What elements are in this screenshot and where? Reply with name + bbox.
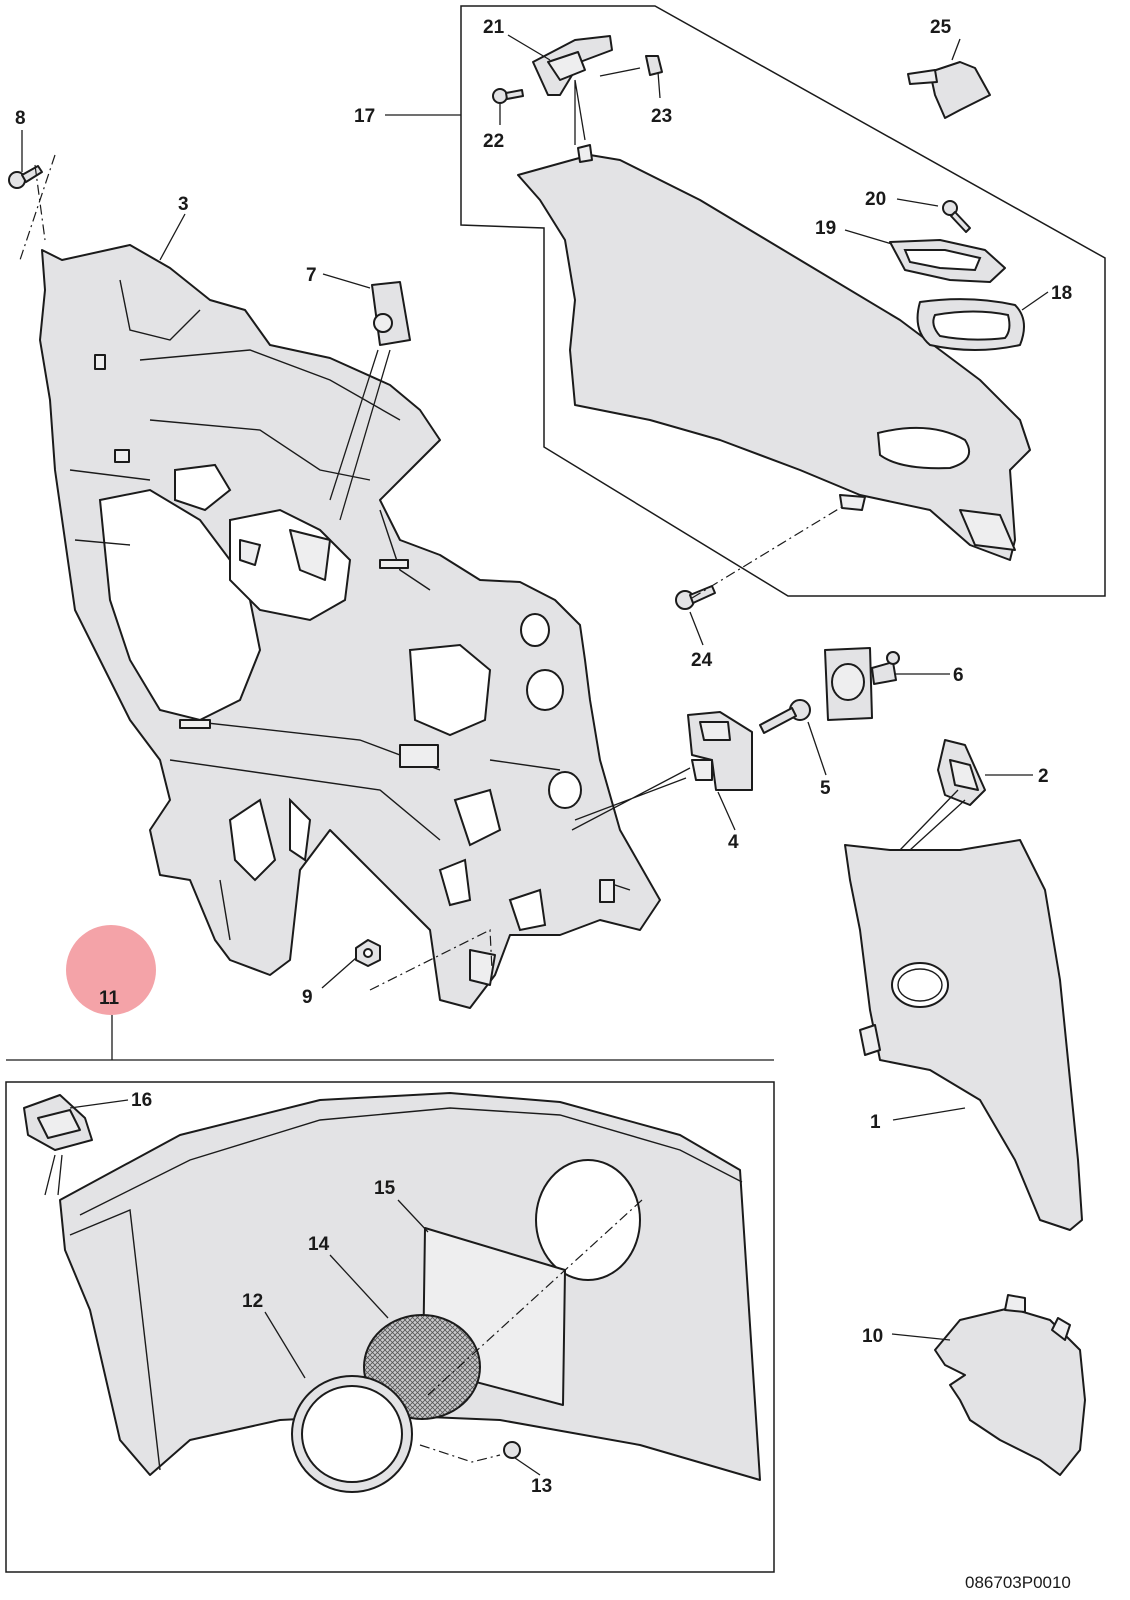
inner-panel-part-3 bbox=[39, 244, 661, 1009]
bracket-part-4 bbox=[687, 711, 753, 791]
handle-part-19 bbox=[889, 239, 1006, 283]
callout-22: 22 bbox=[483, 131, 504, 152]
callout-17: 17 bbox=[354, 106, 375, 127]
screw-part-20 bbox=[942, 200, 971, 233]
clip-nut-part-7 bbox=[371, 281, 411, 346]
clip-part-23 bbox=[645, 55, 663, 76]
detail-frame-11 bbox=[5, 1081, 775, 1573]
callout-9: 9 bbox=[302, 987, 313, 1008]
reference-code: 086703P0010 bbox=[965, 1573, 1071, 1592]
callout-12: 12 bbox=[242, 1291, 263, 1312]
callout-19: 19 bbox=[815, 218, 836, 239]
callout-3: 3 bbox=[178, 194, 189, 215]
callout-20: 20 bbox=[865, 189, 886, 210]
callout-18: 18 bbox=[1051, 283, 1072, 304]
screw-part-24 bbox=[675, 585, 716, 610]
cover-part-10 bbox=[934, 1294, 1086, 1476]
callout-11: 11 bbox=[99, 988, 120, 1009]
callout-5: 5 bbox=[820, 778, 831, 799]
callout-13: 13 bbox=[531, 1476, 552, 1497]
callout-24: 24 bbox=[691, 650, 713, 671]
clip-part-2 bbox=[937, 739, 986, 806]
callout-15: 15 bbox=[374, 1178, 396, 1199]
callout-8: 8 bbox=[15, 108, 26, 129]
screw-part-5 bbox=[759, 699, 811, 734]
screw-part-22 bbox=[492, 88, 524, 104]
upper-trim-part-17 bbox=[517, 144, 1031, 561]
callout-23: 23 bbox=[651, 106, 672, 127]
detail-frame-17 bbox=[460, 5, 1106, 597]
callout-1: 1 bbox=[870, 1112, 881, 1133]
callout-7: 7 bbox=[306, 265, 317, 286]
speaker-panel-part-11 bbox=[59, 1092, 761, 1481]
quarter-trim-part-1 bbox=[844, 839, 1083, 1231]
leader-lines bbox=[6, 34, 1049, 1476]
clip-part-25 bbox=[907, 61, 991, 119]
callout-25: 25 bbox=[930, 17, 952, 38]
callout-10: 10 bbox=[862, 1326, 883, 1347]
highlight-circle bbox=[66, 925, 156, 1015]
callout-14: 14 bbox=[308, 1234, 330, 1255]
nut-part-9 bbox=[355, 939, 381, 967]
fastener-part-6 bbox=[824, 647, 900, 721]
callout-21: 21 bbox=[483, 17, 505, 38]
bezel-part-18 bbox=[916, 298, 1025, 351]
callout-16: 16 bbox=[131, 1090, 152, 1111]
speaker-ring-part-12 bbox=[291, 1375, 413, 1493]
callout-4: 4 bbox=[728, 832, 739, 853]
callout-6: 6 bbox=[953, 665, 964, 686]
screw-part-8 bbox=[8, 165, 43, 189]
callout-labels: 1 2 3 4 5 6 7 8 9 10 11 12 13 14 15 16 1… bbox=[15, 17, 1072, 1497]
clip-part-13 bbox=[503, 1441, 521, 1459]
alignment-lines bbox=[19, 154, 846, 1463]
callout-2: 2 bbox=[1038, 766, 1049, 787]
bracket-part-21 bbox=[532, 35, 613, 96]
clip-part-16 bbox=[23, 1094, 93, 1151]
